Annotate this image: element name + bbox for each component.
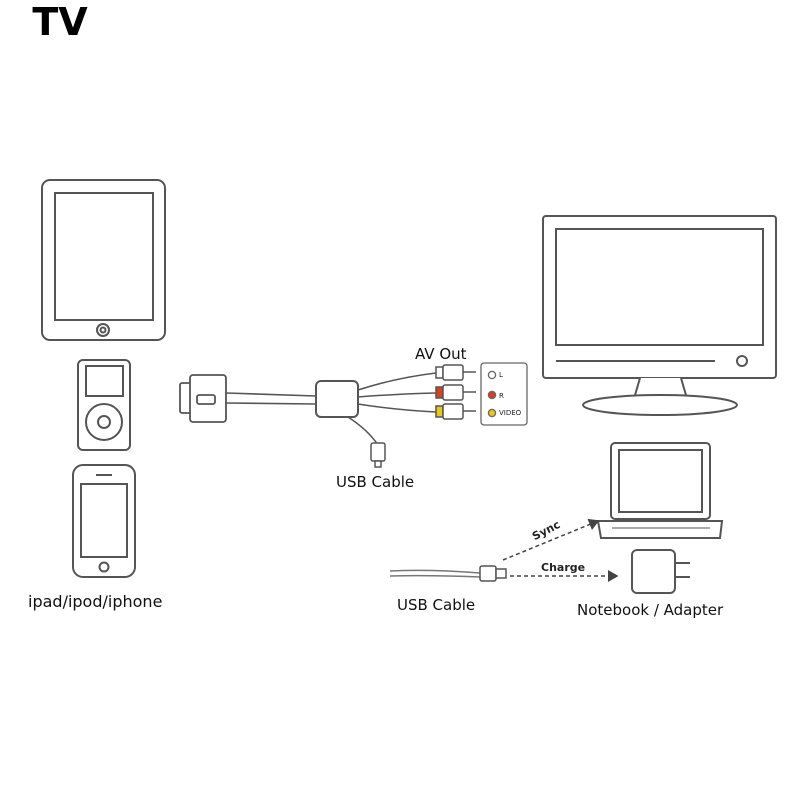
tv-label: TV [32, 0, 88, 44]
adapter-illustration [631, 549, 690, 594]
sync-arrow [502, 518, 600, 561]
rca-jack-label-video: VIDEO [499, 409, 522, 417]
mini-usb-plug [370, 442, 386, 468]
notebook-adapter-label: Notebook / Adapter [577, 601, 724, 619]
rca-jack-panel [480, 362, 528, 426]
av-out-label: AV Out [415, 345, 467, 363]
tv-illustration [542, 215, 777, 416]
rca-jack-label-r: R [499, 392, 504, 400]
cable-splitter [315, 380, 359, 418]
rca-jack-label-l: L [499, 371, 503, 379]
dock-connector [179, 374, 227, 423]
usb-cable-bottom [389, 569, 481, 578]
rca-plug-right [435, 384, 476, 401]
main-cable [225, 392, 317, 405]
usb-cable-label-bottom: USB Cable [397, 596, 476, 614]
charge-label: Charge [541, 561, 586, 574]
usb-plug-bottom [479, 565, 507, 582]
ipod-illustration [77, 359, 131, 451]
iphone-illustration [72, 464, 136, 578]
rca-plug-left [435, 364, 476, 381]
branch-cables [347, 372, 437, 446]
usb-cable-label-top: USB Cable [336, 473, 415, 491]
rca-plug-video [435, 403, 476, 420]
ipad-illustration [41, 179, 166, 341]
devices-label: ipad/ipod/iphone [28, 592, 163, 611]
laptop-illustration [596, 442, 724, 539]
